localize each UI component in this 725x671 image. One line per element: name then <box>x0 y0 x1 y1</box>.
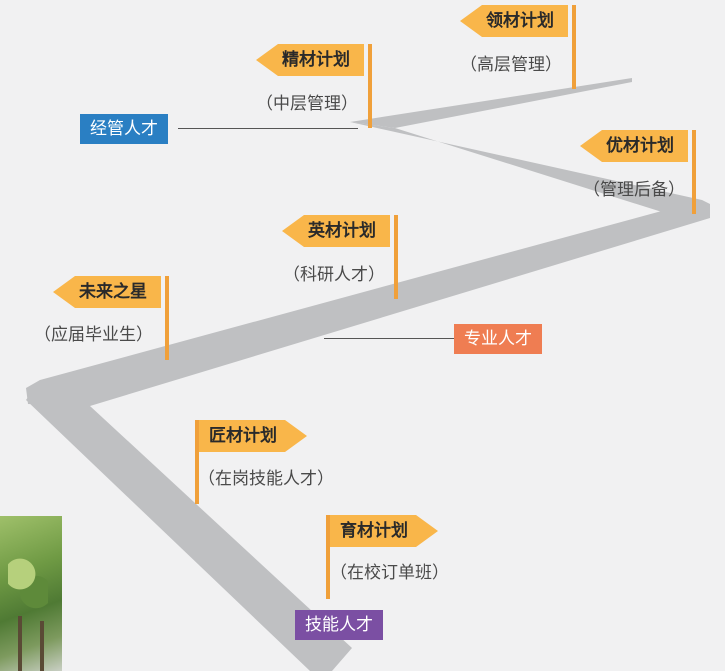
flag-pole <box>165 276 169 360</box>
plan-subtitle-yucai: （在校订单班） <box>330 563 449 583</box>
plan-subtitle-jiangcai: （在岗技能人才） <box>198 469 334 489</box>
flag-banner: 育材计划 <box>330 515 438 547</box>
road-segment-upper <box>350 122 710 218</box>
flag-pole <box>692 130 696 214</box>
flag-pole <box>572 5 576 89</box>
flag-banner: 未来之星 <box>53 276 161 308</box>
plan-subtitle-youcai: （管理后备） <box>583 180 685 200</box>
flag-pole <box>195 420 199 504</box>
professional-leader-line <box>324 338 454 339</box>
road-segment-top <box>350 78 632 128</box>
flag-pole <box>326 515 330 599</box>
flag-banner: 匠材计划 <box>199 420 307 452</box>
talent-label-management: 经管人才 <box>80 114 168 144</box>
road-segment-lower <box>26 380 352 671</box>
talent-label-skilled: 技能人才 <box>295 610 383 640</box>
flag-banner: 领材计划 <box>460 5 568 37</box>
talent-label-professional: 专业人才 <box>454 324 542 354</box>
flag-banner: 优材计划 <box>580 130 688 162</box>
flag-banner: 英材计划 <box>282 215 390 247</box>
plan-subtitle-lingcai: （高层管理） <box>460 55 562 75</box>
plan-subtitle-jingcai: （中层管理） <box>256 94 358 114</box>
trees-photo <box>0 516 62 671</box>
flag-pole <box>394 215 398 299</box>
flag-pole <box>368 44 372 128</box>
plan-subtitle-weilai: （应届毕业生） <box>34 325 153 345</box>
plan-subtitle-yingcai: （科研人才） <box>283 265 385 285</box>
management-leader-line <box>178 128 358 129</box>
road-segment-middle <box>26 200 710 406</box>
flag-banner: 精材计划 <box>256 44 364 76</box>
